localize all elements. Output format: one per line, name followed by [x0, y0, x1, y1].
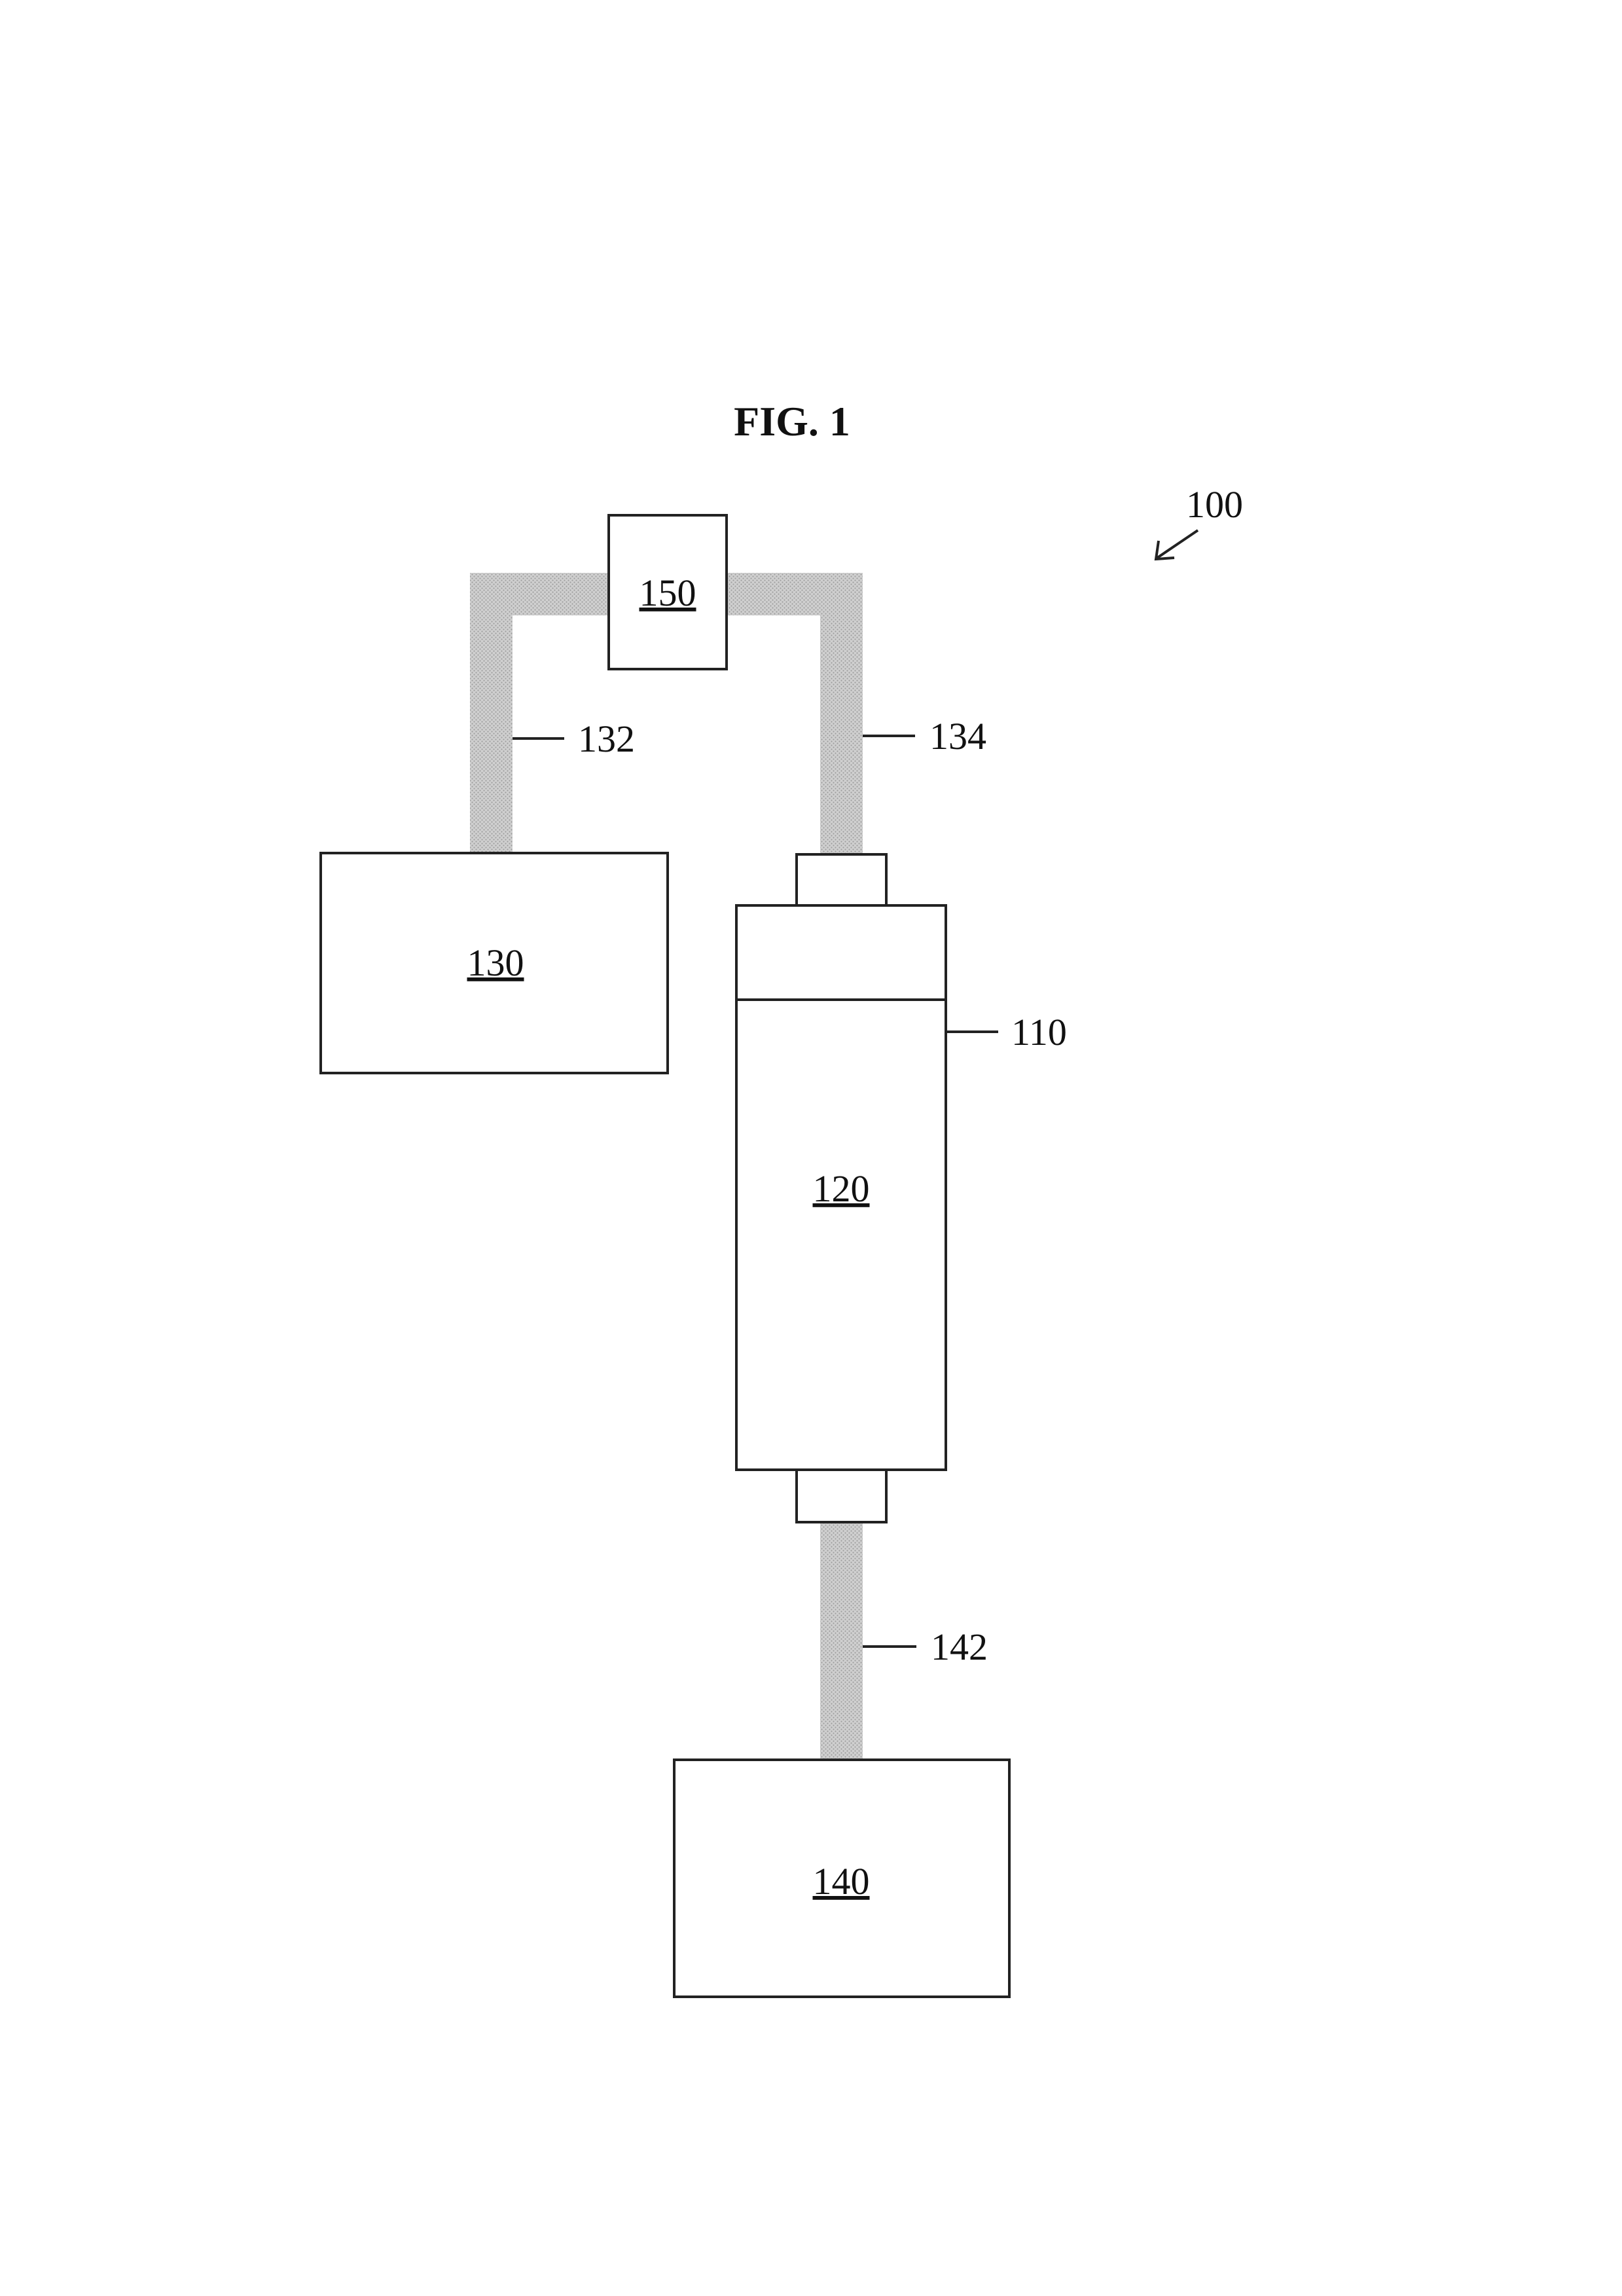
valve-150-box: [607, 514, 728, 670]
box-labels: 150 130 120 140: [467, 572, 870, 1903]
components: [319, 514, 1011, 1998]
reference-numerals: 132 134 110 142: [578, 715, 1067, 1668]
line-134-label: 134: [929, 715, 986, 757]
reference-arrow: [1154, 529, 1199, 561]
pipe-134-vertical: [820, 573, 863, 856]
figure-title: FIG. 1: [734, 398, 850, 445]
pipe-132-vertical: [470, 573, 513, 854]
leader-lines: [513, 735, 998, 1648]
source-130-label: 130: [467, 941, 524, 984]
receiver-140-box: [673, 1758, 1011, 1998]
top-connector: [795, 853, 888, 907]
chamber-120-label: 120: [813, 1167, 870, 1210]
pipe-132-horizontal: [470, 573, 609, 615]
valve-150-label: 150: [640, 572, 696, 614]
source-130-box: [319, 852, 669, 1074]
reactor-110-label: 110: [1011, 1011, 1067, 1053]
system-reference: 100: [1154, 483, 1243, 561]
line-132-label: 132: [578, 718, 635, 760]
bottom-connector: [795, 1468, 888, 1523]
line-142-label: 142: [931, 1626, 988, 1668]
pipe-142-vertical: [820, 1522, 863, 1760]
receiver-140-label: 140: [813, 1860, 870, 1903]
pipes: [470, 573, 863, 1760]
system-ref-label: 100: [1186, 483, 1243, 526]
